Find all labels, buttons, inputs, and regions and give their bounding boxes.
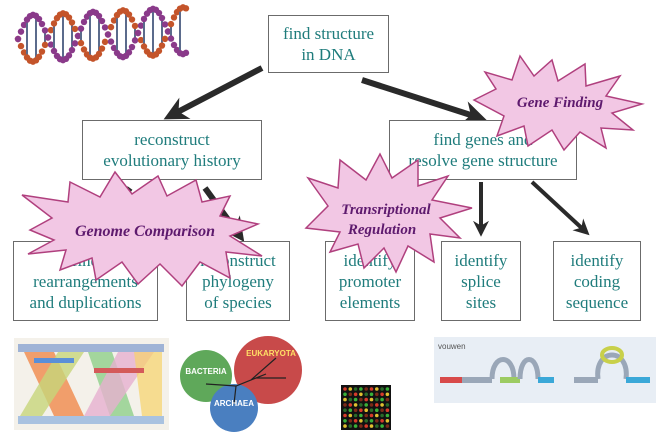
burst-transcriptional-label-line2: Regulation — [347, 222, 416, 238]
arrow-root-to-genes — [361, 77, 487, 125]
box-promoter-label: identify promoter elements — [338, 251, 402, 312]
splicing-caption: vouwen — [438, 342, 466, 351]
tree-label-archaea: ARCHAEA — [214, 399, 254, 408]
box-identify-coding-sequence: identify coding sequence — [553, 241, 641, 321]
arrow-root-to-evolution — [163, 65, 264, 120]
burst-genome-comparison: Genome Comparison — [21, 170, 263, 288]
burst-gene-finding: Gene Finding — [472, 54, 645, 152]
box-find-genes-label: find genes and resolve gene structure — [408, 130, 558, 170]
burst-transcriptional-label-line1: Transriptional — [341, 202, 431, 218]
genome-rearrangement-thumbnail — [14, 338, 169, 430]
tree-of-life-thumbnail: BACTERIA EUKARYOTA ARCHAEA — [180, 336, 302, 432]
box-find-structure-in-dna: find structure in DNA — [268, 15, 389, 73]
microarray-thumbnail — [341, 385, 391, 430]
burst-transcriptional-regulation: Transriptional Regulation — [304, 152, 473, 274]
burst-genome-comparison-label: Genome Comparison — [75, 223, 215, 240]
box-find-structure-label: find structure in DNA — [282, 24, 375, 64]
box-reconstruct-evolutionary-history: reconstruct evolutionary history — [82, 120, 262, 180]
box-coding-label: identify coding sequence — [565, 250, 629, 312]
box-evolutionary-history-label: reconstruct evolutionary history — [103, 130, 241, 170]
tree-label-eukaryota: EUKARYOTA — [246, 349, 296, 358]
box-identify-splice-sites: identify splice sites — [441, 241, 521, 321]
box-splice-label: identify splice sites — [454, 250, 508, 312]
tree-label-bacteria: BACTERIA — [185, 367, 227, 376]
arrow-genes-to-coding — [530, 180, 590, 236]
burst-gene-finding-label: Gene Finding — [517, 95, 604, 111]
splicing-thumbnail: vouwen — [434, 337, 656, 403]
